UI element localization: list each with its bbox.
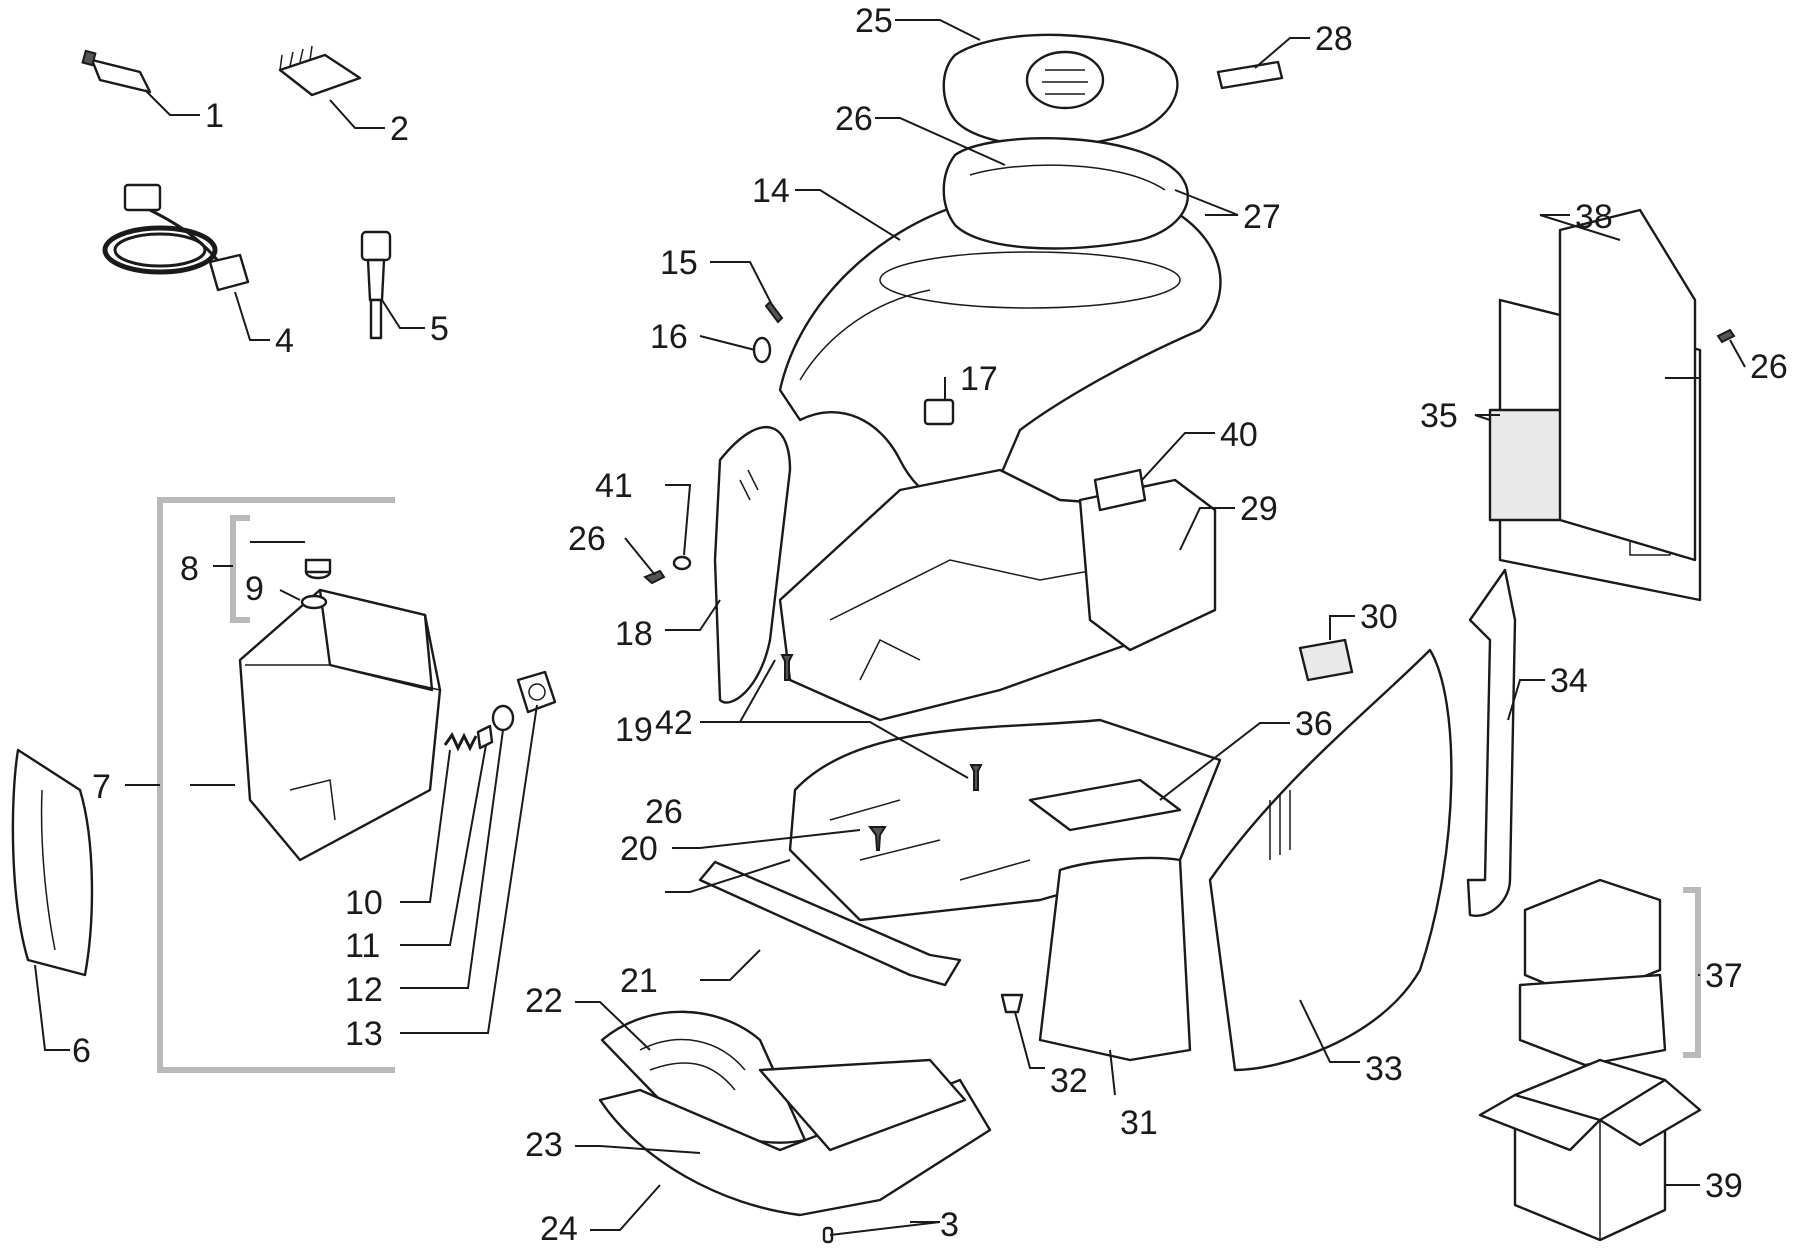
- label-40: 40: [1220, 416, 1258, 454]
- label-16: 16: [650, 318, 688, 356]
- label-10: 10: [345, 884, 383, 922]
- label-33: 33: [1365, 1050, 1403, 1088]
- part-41-washer: [672, 555, 692, 571]
- label-26: 26: [1750, 348, 1788, 386]
- label-17: 17: [960, 360, 998, 398]
- part-7-water-tank: [238, 588, 442, 862]
- part-26-screw-right: [1716, 328, 1736, 344]
- label-29: 29: [1240, 490, 1278, 528]
- label-3: 3: [940, 1206, 959, 1244]
- part-13-valve: [516, 670, 557, 714]
- label-20: 20: [620, 830, 658, 868]
- part-38-back-plate: [1558, 208, 1697, 562]
- part-31-front-cover: [1038, 856, 1192, 1062]
- label-1: 1: [205, 97, 224, 135]
- part-9-o-ring: [300, 594, 328, 610]
- label-39: 39: [1705, 1167, 1743, 1205]
- label-15: 15: [660, 244, 698, 282]
- part-42-screw-left: [780, 654, 794, 681]
- label-2: 2: [390, 110, 409, 148]
- label-6: 6: [72, 1032, 91, 1070]
- part-4-power-cord: [102, 183, 250, 292]
- part-12-washer: [491, 704, 515, 732]
- label-32: 32: [1050, 1062, 1088, 1100]
- part-16-washer: [752, 336, 772, 364]
- label-25: 25: [855, 2, 893, 40]
- part-2-booklet: [278, 45, 362, 97]
- part-17-logo-badge: [923, 398, 955, 426]
- part-30-cap: [1298, 638, 1354, 682]
- part-14-housing: [778, 203, 1222, 510]
- label-21: 21: [620, 962, 658, 1000]
- part-25-top-lid: [942, 33, 1179, 148]
- label-34: 34: [1550, 662, 1588, 700]
- label-26: 26: [645, 793, 683, 831]
- label-27: 27: [1243, 198, 1281, 236]
- label-18: 18: [615, 615, 653, 653]
- label-26: 26: [568, 520, 606, 558]
- label-36: 36: [1295, 705, 1333, 743]
- label-9: 9: [245, 570, 264, 608]
- part-28-clip: [1216, 60, 1284, 90]
- group-bracket-7: [125, 497, 395, 1073]
- part-1-tube: [81, 49, 152, 94]
- label-35: 35: [1420, 397, 1458, 435]
- group-bracket-37: [1683, 887, 1701, 1058]
- part-33-door: [1208, 648, 1453, 1072]
- label-30: 30: [1360, 598, 1398, 636]
- leader-lines: [34, 19, 1746, 1236]
- label-42: 42: [655, 704, 693, 742]
- label-5: 5: [430, 310, 449, 348]
- part-39-shipping-box: [1478, 1058, 1702, 1242]
- part-10-spring: [443, 732, 478, 752]
- label-8: 8: [180, 550, 199, 588]
- part-36-connector: [1028, 778, 1182, 832]
- label-28: 28: [1315, 20, 1353, 58]
- label-13: 13: [345, 1015, 383, 1053]
- part-21-trim-strip: [698, 860, 962, 987]
- part-6-side-panel: [11, 748, 94, 977]
- part-8-cap: [304, 558, 332, 580]
- label-19: 19: [615, 711, 653, 749]
- part-34-rail: [1466, 568, 1517, 917]
- part-29-frame: [1078, 478, 1217, 652]
- part-11-clip: [476, 724, 494, 750]
- part-26-screw-left: [643, 569, 666, 585]
- label-14: 14: [752, 172, 790, 210]
- part-27-collar: [942, 137, 1190, 250]
- part-18-side-trim: [713, 425, 792, 704]
- group-bracket-8: [230, 515, 250, 623]
- label-31: 31: [1120, 1104, 1158, 1142]
- label-22: 22: [525, 982, 563, 1020]
- callout-labels: 1 2 3 4 5 6 7 8 9 10 11 12 13 14 15 16 1…: [72, 2, 1788, 1248]
- label-23: 23: [525, 1126, 563, 1164]
- label-4: 4: [275, 322, 294, 360]
- label-41: 41: [595, 467, 633, 505]
- label-7: 7: [92, 768, 111, 806]
- label-12: 12: [345, 971, 383, 1009]
- part-40-module: [1093, 468, 1147, 512]
- part-5-spindle: [360, 230, 392, 340]
- part-26-screw-bottom: [868, 826, 887, 851]
- label-11: 11: [345, 927, 380, 965]
- label-37: 37: [1705, 957, 1743, 995]
- part-42-screw-right: [969, 764, 983, 791]
- label-26: 26: [835, 100, 873, 138]
- label-38: 38: [1575, 198, 1613, 236]
- part-32-foot: [1000, 993, 1024, 1014]
- part-24-drip-tray: [598, 1058, 992, 1217]
- part-37-packaging-insert: [1518, 878, 1667, 1067]
- part-15-screw: [764, 300, 784, 324]
- label-24: 24: [540, 1210, 578, 1248]
